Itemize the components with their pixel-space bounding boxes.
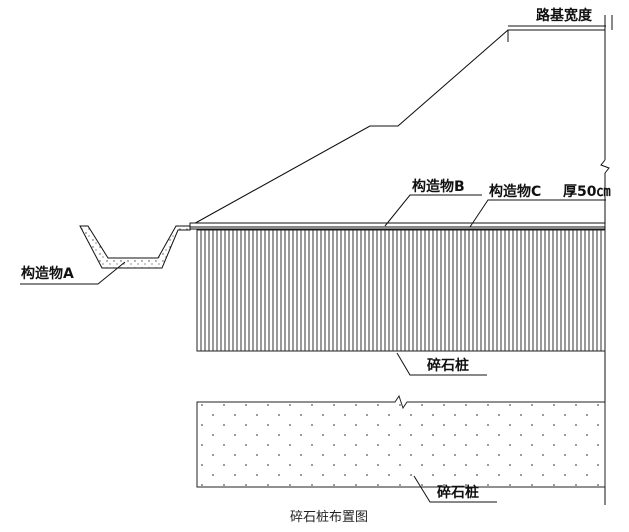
subgrade-width-label: 路基宽度 (536, 7, 593, 24)
ditch-structure-a (79, 225, 191, 269)
gravel-pile-label-1: 碎石桩 (427, 357, 469, 374)
subgrade-width-marker (507, 25, 606, 42)
leader-structure-b (384, 194, 482, 227)
leader-gravel-pile-2 (413, 475, 497, 503)
gravel-pile-plan-zone (196, 394, 606, 488)
embankment-slope (189, 29, 605, 227)
structure-b-label: 构造物B (412, 178, 465, 195)
cushion-layer (189, 222, 606, 230)
thickness-label: 厚50㎝ (563, 184, 610, 200)
structure-c-label: 构造物C (489, 183, 541, 200)
figure-caption: 碎石桩布置图 (290, 510, 368, 525)
leader-structure-a (20, 261, 126, 285)
gravel-pile-label-2: 碎石桩 (437, 484, 479, 501)
gravel-pile-zone (196, 229, 606, 352)
structure-a-label: 构造物A (21, 265, 74, 282)
leader-gravel-pile-1 (396, 352, 487, 376)
leader-structure-c (469, 199, 606, 228)
